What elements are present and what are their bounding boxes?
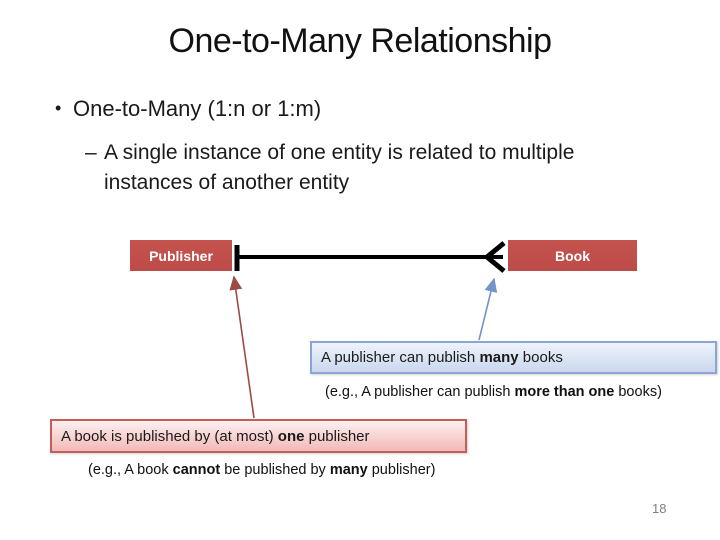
page-number: 18 xyxy=(652,501,667,516)
callout-publisher-many: A publisher can publish many books xyxy=(310,341,717,374)
example-book-note: (e.g., A book cannot be published by man… xyxy=(88,462,436,478)
entity-box-publisher: Publisher xyxy=(130,240,232,271)
entity-book-label: Book xyxy=(555,247,590,264)
sub-bullet-marker: – xyxy=(85,141,97,164)
slide-title: One-to-Many Relationship xyxy=(168,22,552,60)
leader-line-publisher-callout xyxy=(478,277,498,341)
example-publisher-note: (e.g., A publisher can publish more than… xyxy=(325,384,662,400)
sub-bullet-item: – A single instance of one entity is rel… xyxy=(85,138,597,198)
sub-bullet-text: A single instance of one entity is relat… xyxy=(104,141,575,195)
entity-box-book: Book xyxy=(508,240,637,271)
callout-publisher-text: A publisher can publish many books xyxy=(321,349,563,366)
leader-line-book-callout xyxy=(229,275,255,419)
entity-publisher-label: Publisher xyxy=(149,247,213,264)
callout-book-one: A book is published by (at most) one pub… xyxy=(50,419,467,453)
many-crow-foot-icon xyxy=(483,241,506,273)
callout-book-text: A book is published by (at most) one pub… xyxy=(61,427,370,445)
bullet-marker: • xyxy=(55,98,62,118)
bullet-text: One-to-Many (1:n or 1:m) xyxy=(73,96,322,121)
bullet-item: • One-to-Many (1:n or 1:m) xyxy=(55,96,321,122)
